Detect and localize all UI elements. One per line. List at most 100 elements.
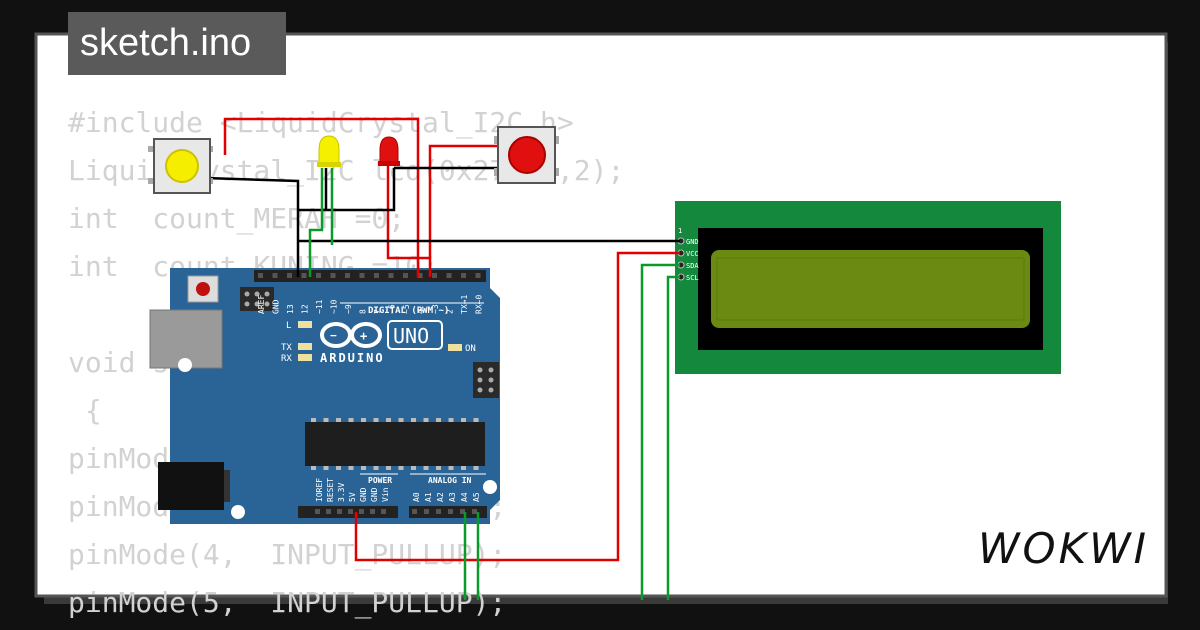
chip-pin xyxy=(461,466,466,470)
digital-pin-label: ~10 xyxy=(330,299,339,314)
yellow-pushbutton[interactable] xyxy=(148,138,213,194)
power-pin[interactable] xyxy=(370,509,375,514)
power-pin[interactable] xyxy=(359,509,364,514)
digital-pin-label: 12 xyxy=(301,304,310,314)
chip-pin xyxy=(373,418,379,422)
digital-pin[interactable] xyxy=(417,273,423,278)
analog-pin[interactable] xyxy=(424,509,429,514)
digital-pin[interactable] xyxy=(316,273,321,278)
analog-pin[interactable] xyxy=(472,509,477,514)
digital-pin[interactable] xyxy=(272,273,278,278)
l-led-label: L xyxy=(286,321,291,331)
digital-pin-label: GND xyxy=(272,299,281,314)
power-pin[interactable] xyxy=(326,509,331,514)
digital-pin[interactable] xyxy=(345,273,350,278)
on-led xyxy=(448,344,462,351)
on-led-label: ON xyxy=(465,344,476,354)
digital-pin[interactable] xyxy=(388,273,394,278)
wires xyxy=(204,117,680,600)
wire-red[interactable] xyxy=(223,117,420,277)
red-pushbutton[interactable] xyxy=(494,126,559,184)
wire-green[interactable] xyxy=(308,168,324,277)
svg-text:−: − xyxy=(330,329,337,342)
lcd-pin-label: SCL xyxy=(686,274,699,282)
yellow-led[interactable] xyxy=(317,135,341,167)
analog-label: ANALOG IN xyxy=(428,476,472,485)
digital-pin[interactable] xyxy=(287,273,292,278)
chip-pin xyxy=(473,418,479,422)
chip-pin xyxy=(336,466,341,470)
digital-pin[interactable] xyxy=(475,273,481,278)
lcd-1602-i2c[interactable]: 1 GND VCC SDA SCL xyxy=(675,201,1061,374)
power-pin[interactable] xyxy=(381,509,386,514)
board-model: UNO xyxy=(393,324,429,348)
digital-pin[interactable] xyxy=(359,273,365,278)
chip-pin xyxy=(398,466,404,470)
red-led[interactable] xyxy=(378,136,400,166)
chip-pin xyxy=(311,466,316,470)
analog-pin-label: A1 xyxy=(424,492,433,502)
chip-pin xyxy=(323,466,329,470)
analog-pin[interactable] xyxy=(412,509,417,514)
wire-red[interactable] xyxy=(354,251,680,562)
power-pin[interactable] xyxy=(348,509,353,514)
code-line: { xyxy=(68,394,102,427)
wire-black[interactable] xyxy=(204,176,300,277)
power-pin-label: Vin xyxy=(381,487,390,502)
analog-pin-label: A3 xyxy=(448,492,457,502)
digital-pin-label: 13 xyxy=(286,304,295,314)
file-tab-title[interactable]: sketch.ino xyxy=(68,12,286,75)
digital-pin-header xyxy=(254,270,486,282)
svg-text:+: + xyxy=(360,329,367,343)
power-label: POWER xyxy=(368,476,392,485)
digital-label: DIGITAL (PWM ~) xyxy=(368,306,449,316)
power-pin[interactable] xyxy=(315,509,320,514)
digital-pin-label: AREF xyxy=(257,295,266,314)
analog-pin[interactable] xyxy=(448,509,453,514)
chip-pin xyxy=(336,418,341,422)
chip-pin xyxy=(386,418,391,422)
digital-pin-label: ~3 xyxy=(431,304,440,314)
wire-green[interactable] xyxy=(640,263,680,600)
power-pin-label: 3.3V xyxy=(337,483,346,502)
digital-pin[interactable] xyxy=(330,273,336,278)
power-pin-label: GND xyxy=(359,487,368,502)
wire-green[interactable] xyxy=(666,275,680,600)
digital-pin-label: 2 xyxy=(446,309,455,314)
chip-pin xyxy=(423,466,429,470)
digital-pin[interactable] xyxy=(403,273,408,278)
tx-led-label: TX xyxy=(281,343,292,353)
chip-pin xyxy=(323,418,329,422)
analog-pin[interactable] xyxy=(460,509,465,514)
wokwi-logo: WOKWI xyxy=(978,524,1150,573)
analog-pin-label: A5 xyxy=(472,492,481,502)
code-line: pinMode(4, INPUT_PULLUP); xyxy=(68,538,507,571)
chip-pin xyxy=(361,418,366,422)
analog-pin-label: A4 xyxy=(460,492,469,502)
analog-pin-label: A0 xyxy=(412,492,421,502)
wire-black[interactable] xyxy=(298,168,396,212)
chip-pin xyxy=(423,418,429,422)
power-pin[interactable] xyxy=(337,509,342,514)
power-jack xyxy=(158,462,224,510)
chip-pin xyxy=(473,466,479,470)
digital-pin[interactable] xyxy=(374,273,379,278)
chip-pin xyxy=(398,418,404,422)
digital-pin-label: 7 xyxy=(373,309,382,314)
digital-pin[interactable] xyxy=(461,273,466,278)
power-pin-label: GND xyxy=(370,487,379,502)
digital-pin[interactable] xyxy=(301,273,307,278)
chip-pin xyxy=(436,418,441,422)
lcd-pin-one-label: 1 xyxy=(678,227,682,235)
analog-pin-label: A2 xyxy=(436,492,445,502)
digital-pin[interactable] xyxy=(446,273,452,278)
digital-pin[interactable] xyxy=(432,273,437,278)
wire-red[interactable] xyxy=(428,144,500,258)
analog-pin[interactable] xyxy=(436,509,441,514)
digital-pin[interactable] xyxy=(258,273,263,278)
lcd-pin-header: GND VCC SDA SCL xyxy=(677,237,699,282)
chip-pin xyxy=(361,466,366,470)
